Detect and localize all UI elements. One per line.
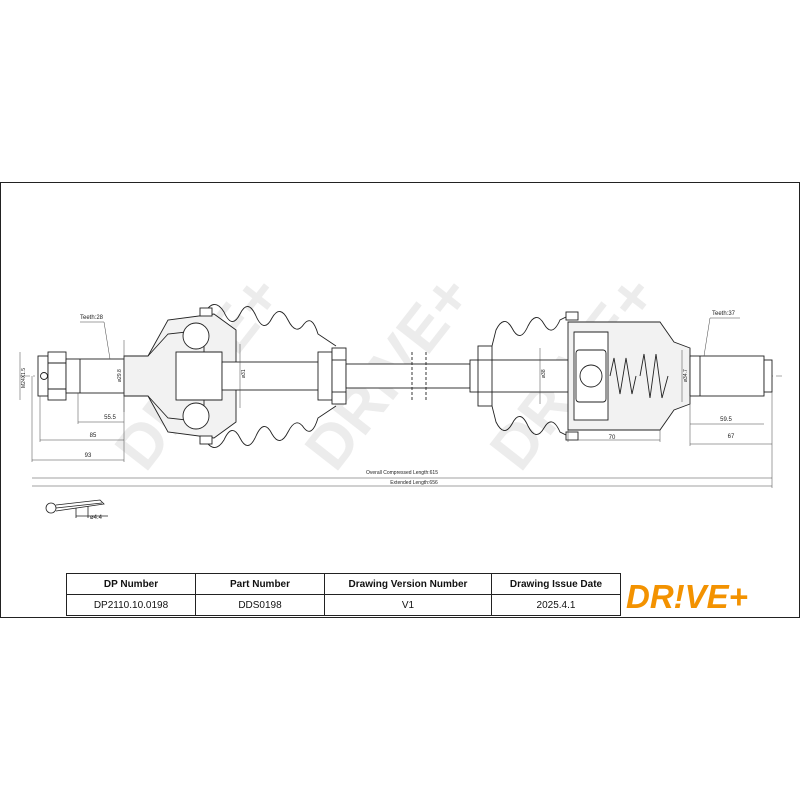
thread-label: M24X1.5 [21,368,27,388]
dim-93: 93 [85,453,92,459]
dimension-lines [19,317,773,488]
header-dp-number: DP Number [66,573,196,595]
header-part-number: Part Number [195,573,325,595]
drawing-frame: DRIVE+ DRIVE+ DRIVE+ [0,182,800,618]
cotter-pin [45,499,108,518]
dim-59-5: 59.5 [720,417,732,423]
drive-shaft [37,304,773,448]
header-drawing-version: Drawing Version Number [324,573,492,595]
value-part-number: DDS0198 [195,594,325,616]
right-stub-diameter: ø34.7 [683,369,689,382]
dim-70: 70 [609,435,616,441]
right-shaft-diameter: ø38 [541,369,547,378]
brand-logo: DR!VE+ [626,578,748,615]
pin-diameter: ø4.4 [90,515,103,521]
value-issue-date: 2025.4.1 [491,594,621,616]
left-shaft-diameter: ø31 [241,369,247,378]
dim-55-5: 55.5 [104,415,116,421]
svg-text:DR!VE+: DR!VE+ [626,578,748,615]
teeth-left-label: Teeth:28 [80,315,104,321]
dim-85: 85 [90,433,97,439]
left-stub-diameter: ø29.8 [117,369,123,382]
overall-compressed-length: Overall Compressed Length:615 [366,470,438,476]
title-block-table: DP Number Part Number Drawing Version Nu… [66,573,621,616]
dim-67: 67 [728,434,735,440]
value-drawing-version: V1 [324,594,492,616]
table-value-row: DP2110.10.0198 DDS0198 V1 2025.4.1 [66,594,621,616]
extended-length: Extended Length:656 [390,480,438,486]
value-dp-number: DP2110.10.0198 [66,594,196,616]
teeth-right-label: Teeth:37 [712,311,736,317]
header-issue-date: Drawing Issue Date [491,573,621,595]
table-header-row: DP Number Part Number Drawing Version Nu… [66,573,621,595]
